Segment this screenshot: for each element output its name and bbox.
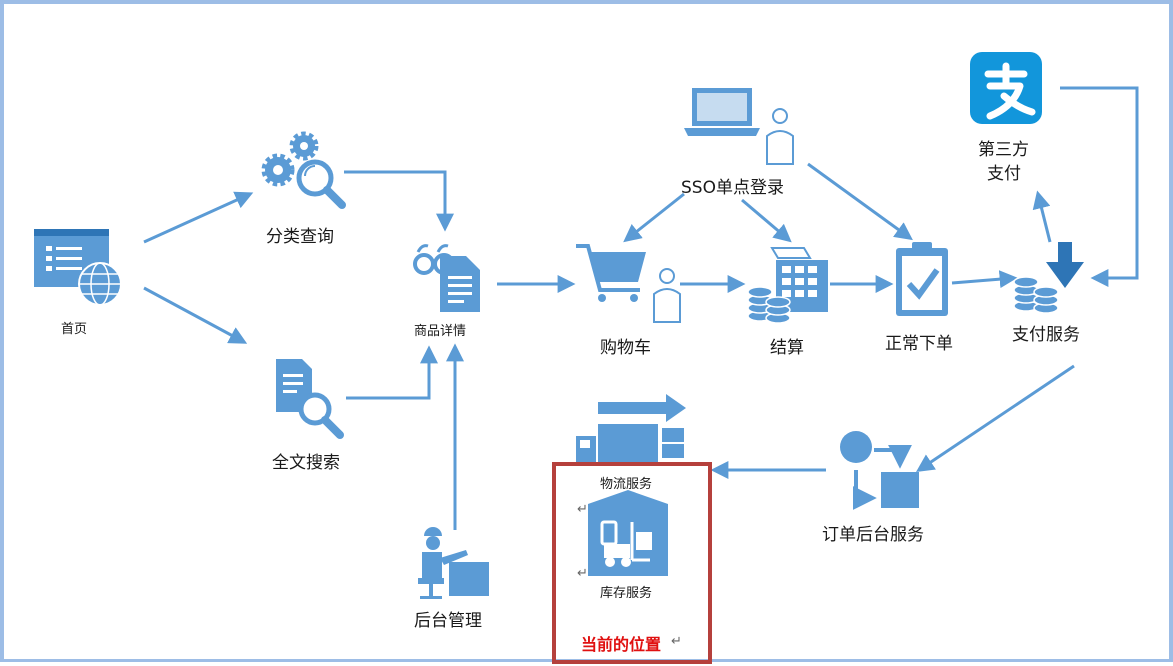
glasses-document-icon[interactable] [413,244,480,312]
arrow-fulltext-to-detail [346,345,438,400]
node-label-category-search: 分类查询 [266,227,334,247]
paragraph-mark: ↵ [577,566,588,581]
node-label-product-detail: 商品详情 [414,324,467,339]
arrow-home-to-fulltext [143,286,248,344]
user-icon [653,268,681,323]
coins-download-icon[interactable] [1013,242,1084,314]
clipboard-check-icon[interactable] [896,242,948,316]
arrow-sso-to-checkout [741,198,792,243]
arrow-sso-to-cart [623,192,685,243]
arrow-category-to-detail [344,170,454,232]
arrow-home-to-category [143,191,254,244]
paragraph-mark: ↵ [577,502,588,517]
arrow-payment-to-alipay [1032,190,1052,243]
browser-globe-icon[interactable] [34,229,122,306]
paragraph-mark: ↵ [671,634,682,649]
alipay-icon[interactable] [970,52,1042,124]
shopping-cart-icon[interactable] [576,244,646,302]
truck-icon[interactable] [576,394,686,464]
node-label-order-backend-service: 订单后台服务 [822,525,924,545]
warehouse-forklift-icon[interactable] [588,490,668,576]
worker-desk-icon[interactable] [418,527,489,599]
calculator-coins-icon[interactable] [747,247,828,324]
node-label-third-party-payment-line2: 支付 [987,164,1021,184]
gears-search-icon[interactable] [261,131,346,209]
order-cycle-icon[interactable] [840,431,919,510]
node-label-checkout: 结算 [770,338,804,358]
node-label-sso-login: SSO单点登录 [681,178,784,198]
node-label-home: 首页 [61,322,88,337]
laptop-icon[interactable] [684,88,760,136]
document-search-icon[interactable] [276,359,344,439]
arrow-alipay-to-payment [1060,86,1139,287]
node-label-inventory-service: 库存服务 [600,586,653,601]
node-label-backend-management: 后台管理 [414,611,482,631]
arrow-order-to-payment [951,270,1018,289]
arrow-sso-to-order [807,162,913,241]
node-label-third-party-payment-line1: 第三方 [978,140,1029,160]
node-label-payment-service: 支付服务 [1012,325,1080,345]
user-icon [766,108,794,165]
arrow-payment-to-orderbackend [916,364,1075,473]
flow-diagram [34,52,1139,599]
node-label-normal-order: 正常下单 [885,334,953,354]
node-label-shopping-cart: 购物车 [600,338,651,358]
node-label-fulltext-search: 全文搜索 [272,453,340,473]
node-label-logistics-service: 物流服务 [600,477,653,492]
current-position-label: 当前的位置 [581,635,662,654]
